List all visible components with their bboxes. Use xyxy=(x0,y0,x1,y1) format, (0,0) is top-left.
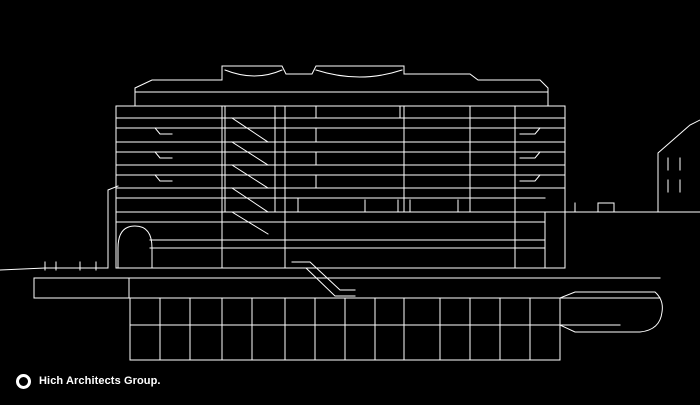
terrace-left xyxy=(154,127,173,135)
stair-flight xyxy=(231,141,269,166)
logo-text: Hich Architects Group. xyxy=(39,375,161,387)
terrace-left xyxy=(154,174,173,182)
entrance-arch xyxy=(117,225,153,269)
roof-vault-right xyxy=(315,69,403,78)
neighbour-building xyxy=(657,119,700,213)
terrace-right xyxy=(519,174,541,182)
ramp xyxy=(291,261,356,291)
stair-flight xyxy=(231,187,269,213)
stair-flight xyxy=(231,211,269,235)
atrium-terrace xyxy=(299,105,405,119)
terrace-left xyxy=(154,151,173,159)
ground-line-left xyxy=(0,185,119,271)
stair-flight xyxy=(231,164,269,189)
atrium-terrace xyxy=(315,127,421,143)
atrium-terrace xyxy=(315,151,466,166)
terrace-right xyxy=(519,151,541,159)
roof-vault-left xyxy=(224,69,283,77)
terrace-right xyxy=(519,127,541,135)
ramp xyxy=(291,267,356,297)
stair-flight xyxy=(231,117,269,143)
car xyxy=(597,202,615,213)
logo: Hich Architects Group. xyxy=(16,369,161,393)
basement-ramp-left xyxy=(33,277,130,299)
tunnel-outline xyxy=(559,291,663,333)
roof-profile xyxy=(134,65,549,107)
street-block-right xyxy=(514,211,566,269)
stair-core xyxy=(224,105,276,213)
atrium-terrace xyxy=(315,174,501,189)
ring-logo-icon xyxy=(16,373,31,389)
